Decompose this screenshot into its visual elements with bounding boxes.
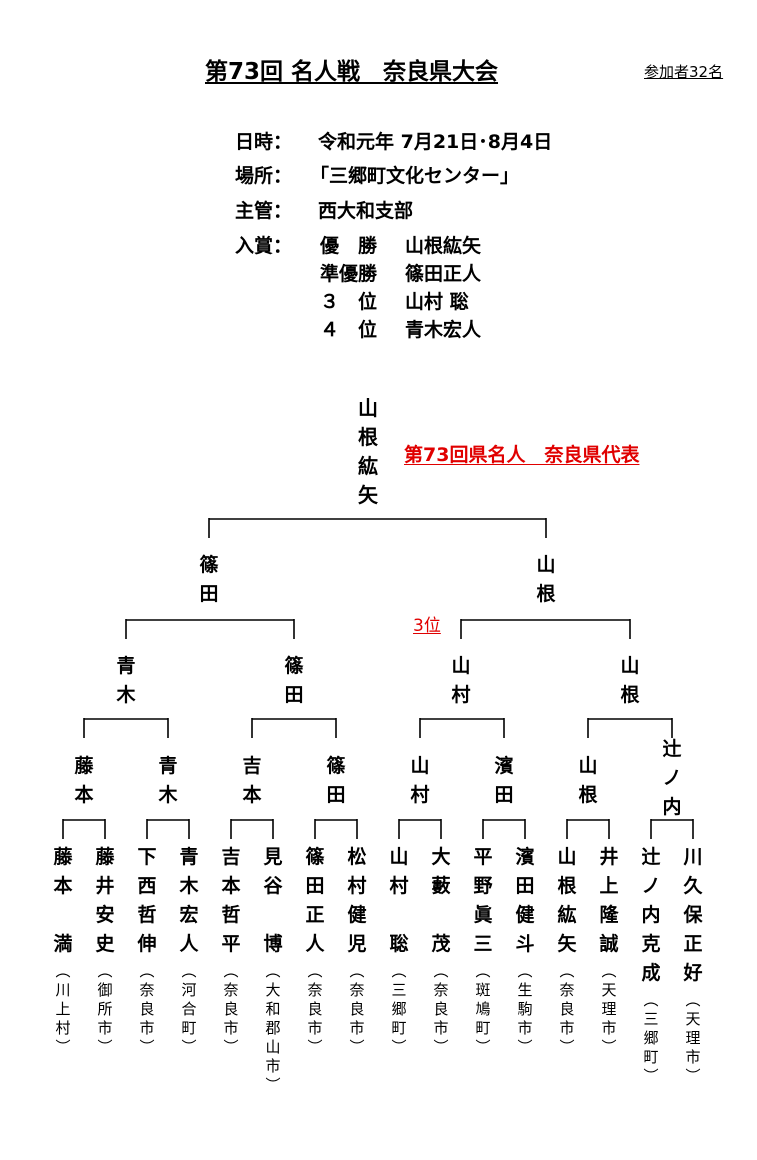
venue-value: 「三郷町文化センター」 xyxy=(310,165,520,187)
player-city-5: ︵ 奈 良 市 ︶ xyxy=(223,962,239,1056)
champion-name: 山 根 紘 矢 xyxy=(358,396,378,507)
host-label: 主管： xyxy=(235,200,293,222)
awards-label: 入賞： xyxy=(235,235,293,257)
player-city-10: ︵ 奈 良 市 ︶ xyxy=(433,962,449,1056)
finalist-left: 篠 田 xyxy=(199,554,219,605)
page-title: 第73回 名人戦 奈良県大会 xyxy=(205,59,499,85)
player-name-10: 大 藪 茂 xyxy=(431,846,451,955)
player-city-7: ︵ 奈 良 市 ︶ xyxy=(307,962,323,1056)
player-name-11: 平 野 眞 三 xyxy=(473,846,493,955)
player-name-13: 山 根 紘 矢 xyxy=(557,846,577,955)
participant-count: 参加者32名 xyxy=(644,63,724,81)
quarterfinal-winner-3: 吉 本 xyxy=(242,755,262,806)
player-name-8: 松 村 健 児 xyxy=(347,846,367,955)
award-name-2: 篠田正人 xyxy=(405,263,482,285)
player-city-3: ︵ 奈 良 市 ︶ xyxy=(139,962,155,1056)
host-value: 西大和支部 xyxy=(318,200,414,222)
player-city-8: ︵ 奈 良 市 ︶ xyxy=(349,962,365,1056)
award-name-3: 山村 聡 xyxy=(405,291,469,313)
player-name-15: 辻 ノ 内 克 成 xyxy=(641,846,661,984)
award-name-1: 山根紘矢 xyxy=(405,235,482,257)
award-name-4: 青木宏人 xyxy=(405,319,482,341)
player-city-9: ︵ 三 郷 町 ︶ xyxy=(391,962,407,1056)
quarterfinal-winner-1: 藤 本 xyxy=(74,755,94,806)
player-name-5: 吉 本 哲 平 xyxy=(221,846,241,955)
player-name-12: 濱 田 健 斗 xyxy=(515,846,535,955)
player-name-4: 青 木 宏 人 xyxy=(179,846,199,955)
player-name-7: 篠 田 正 人 xyxy=(305,846,325,955)
quarterfinal-winner-6: 濱 田 xyxy=(494,755,514,806)
player-city-1: ︵ 川 上 村 ︶ xyxy=(55,962,71,1056)
quarterfinal-winner-5: 山 村 xyxy=(410,755,430,806)
award-rank-2: 準優勝 xyxy=(320,263,378,285)
player-name-16: 川 久 保 正 好 xyxy=(683,846,703,984)
player-city-16: ︵ 天 理 市 ︶ xyxy=(685,991,701,1085)
award-rank-3: ３ 位 xyxy=(320,291,378,313)
semifinal-winner-2: 篠 田 xyxy=(284,655,304,706)
date-label: 日時： xyxy=(235,131,293,153)
player-name-9: 山 村 聡 xyxy=(389,846,409,955)
player-name-1: 藤 本 満 xyxy=(53,846,73,955)
player-city-11: ︵ 斑 鳩 町 ︶ xyxy=(475,962,491,1056)
quarterfinal-winner-7: 山 根 xyxy=(578,755,598,806)
quarterfinal-winner-8: 辻 ノ 内 xyxy=(662,738,682,818)
player-city-6: ︵ 大 和 郡 山 市 ︶ xyxy=(265,962,281,1094)
third-place-mark: 3位 xyxy=(413,616,441,636)
player-city-13: ︵ 奈 良 市 ︶ xyxy=(559,962,575,1056)
venue-label: 場所： xyxy=(235,165,293,187)
player-city-15: ︵ 三 郷 町 ︶ xyxy=(643,991,659,1085)
player-city-14: ︵ 天 理 市 ︶ xyxy=(601,962,617,1056)
player-city-2: ︵ 御 所 市 ︶ xyxy=(97,962,113,1056)
player-name-14: 井 上 隆 誠 xyxy=(599,846,619,955)
player-name-2: 藤 井 安 史 xyxy=(95,846,115,955)
semifinal-winner-1: 青 木 xyxy=(116,655,136,706)
date-value: 令和元年 7月21日･8月4日 xyxy=(318,131,553,153)
semifinal-winner-3: 山 村 xyxy=(451,655,471,706)
semifinal-winner-4: 山 根 xyxy=(620,655,640,706)
quarterfinal-winner-4: 篠 田 xyxy=(326,755,346,806)
award-rank-1: 優 勝 xyxy=(320,235,378,257)
player-city-4: ︵ 河 合 町 ︶ xyxy=(181,962,197,1056)
award-rank-4: ４ 位 xyxy=(320,319,378,341)
finalist-right: 山 根 xyxy=(536,554,556,605)
player-name-3: 下 西 哲 伸 xyxy=(137,846,157,955)
quarterfinal-winner-2: 青 木 xyxy=(158,755,178,806)
player-city-12: ︵ 生 駒 市 ︶ xyxy=(517,962,533,1056)
player-name-6: 見 谷 博 xyxy=(263,846,283,955)
champion-title: 第73回県名人 奈良県代表 xyxy=(404,444,640,466)
